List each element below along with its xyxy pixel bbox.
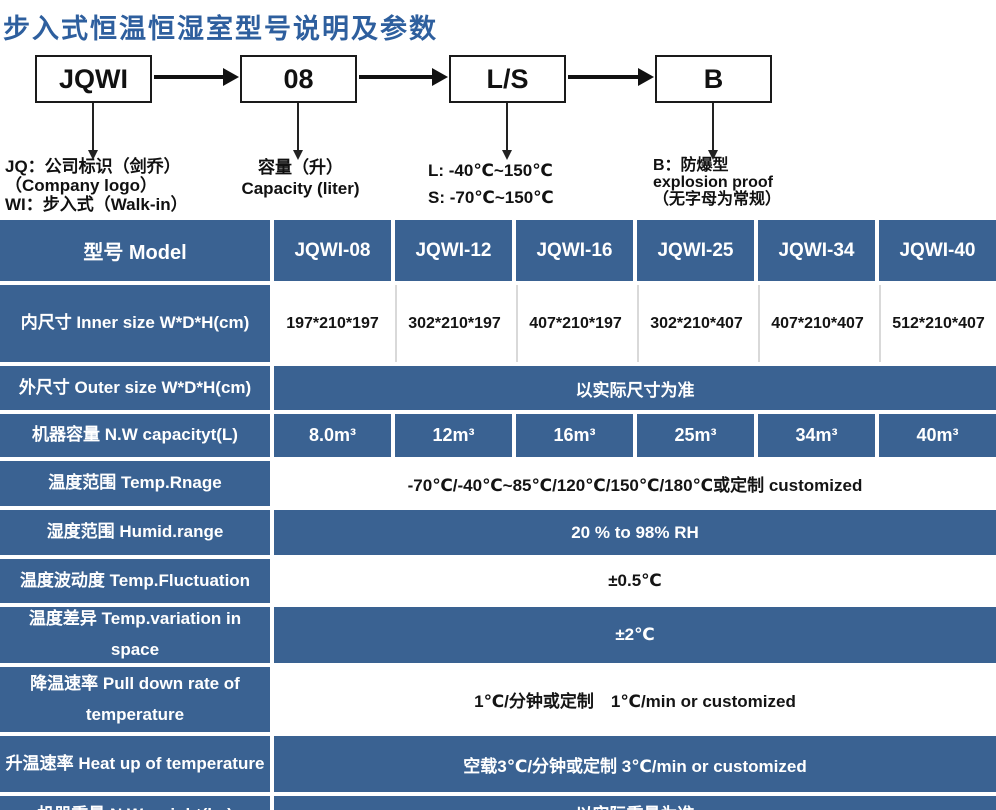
inner-size-value: 302*210*197 [395, 285, 512, 362]
right-arrow-icon [568, 68, 654, 86]
temp-range-value: -70℃/-40℃~85℃/120℃/150℃/180℃或定制 customiz… [274, 461, 996, 506]
code-box-explosion: B [655, 55, 772, 103]
page-title: 步入式恒温恒湿室型号说明及参数 [3, 14, 438, 44]
row-label-heatup-rate: 升温速率 Heat up of temperature [0, 736, 270, 792]
right-arrow-icon [359, 68, 448, 86]
note-temp-class: L: -40℃~150℃ S: -70℃~150℃ [428, 157, 554, 211]
inner-size-value: 197*210*197 [274, 285, 391, 362]
note-line: WI：步入式（Walk-in） [5, 195, 188, 214]
down-arrow-icon [708, 103, 718, 160]
capacity-value: 12m³ [395, 414, 512, 457]
inner-size-value: 512*210*407 [879, 285, 996, 362]
row-label-temp-variation: 温度差异 Temp.variation in space [0, 607, 270, 663]
note-line: Capacity (liter) [241, 179, 360, 198]
header-model: 型号 Model [0, 220, 270, 281]
pulldown-rate-value: 1℃/分钟或定制 1℃/min or customized [274, 667, 996, 732]
capacity-value: 40m³ [879, 414, 996, 457]
row-label-temp-range: 温度范围 Temp.Rnage [0, 461, 270, 506]
row-label-inner-size: 内尺寸 Inner size W*D*H(cm) [0, 285, 270, 362]
down-arrow-icon [88, 103, 98, 160]
note-company: JQ：公司标识（剑乔） （Company logo） WI：步入式（Walk-i… [5, 157, 188, 214]
note-line: B：防爆型 [653, 157, 729, 174]
capacity-value: 16m³ [516, 414, 633, 457]
code-box-company: JQWI [35, 55, 152, 103]
capacity-value: 25m³ [637, 414, 754, 457]
temp-variation-value: ±2℃ [274, 607, 996, 663]
down-arrow-icon [502, 103, 512, 160]
note-explosion: B：防爆型 explosion proof （无字母为常规） [653, 157, 781, 208]
weight-value: 以实际重量为准 [274, 796, 996, 810]
inner-size-value: 407*210*197 [516, 285, 633, 362]
code-box-capacity: 08 [240, 55, 357, 103]
row-label-capacity: 机器容量 N.W capacityt(L) [0, 414, 270, 457]
row-label-outer-size: 外尺寸 Outer size W*D*H(cm) [0, 366, 270, 410]
capacity-value: 8.0m³ [274, 414, 391, 457]
note-line: （Company logo） [5, 176, 158, 195]
row-label-temp-fluctuation: 温度波动度 Temp.Fluctuation [0, 559, 270, 603]
row-label-pulldown-rate: 降温速率 Pull down rate of temperature [0, 667, 270, 732]
inner-size-value: 407*210*407 [758, 285, 875, 362]
down-arrow-icon [293, 103, 303, 160]
note-line: explosion proof [653, 174, 773, 191]
note-line: 容量（升） [258, 158, 343, 177]
right-arrow-icon [154, 68, 239, 86]
note-line: L: -40℃~150℃ [428, 161, 553, 180]
note-line: S: -70℃~150℃ [428, 188, 554, 207]
spec-table: 型号 Model JQWI-08 JQWI-12 JQWI-16 JQWI-25… [0, 220, 996, 810]
heatup-rate-value: 空载3℃/分钟或定制 3℃/min or customized [274, 736, 996, 792]
humid-range-value: 20 % to 98% RH [274, 510, 996, 555]
note-line: （无字母为常规） [653, 191, 782, 208]
temp-fluctuation-value: ±0.5℃ [274, 559, 996, 603]
header-model-col: JQWI-40 [879, 220, 996, 281]
header-model-col: JQWI-16 [516, 220, 633, 281]
model-code-diagram: JQWI 08 L/S B JQ：公司标识（剑乔） （Company logo）… [0, 50, 996, 220]
note-line: JQ：公司标识（剑乔） [5, 157, 181, 176]
header-model-col: JQWI-08 [274, 220, 391, 281]
header-model-col: JQWI-12 [395, 220, 512, 281]
capacity-value: 34m³ [758, 414, 875, 457]
code-box-temp-class: L/S [449, 55, 566, 103]
header-model-col: JQWI-25 [637, 220, 754, 281]
outer-size-value: 以实际尺寸为准 [274, 366, 996, 410]
row-label-weight: 机器重量 N.W weight(kg) [0, 796, 270, 810]
row-label-humid-range: 湿度范围 Humid.range [0, 510, 270, 555]
note-capacity: 容量（升） Capacity (liter) [198, 157, 403, 199]
header-model-col: JQWI-34 [758, 220, 875, 281]
inner-size-value: 302*210*407 [637, 285, 754, 362]
